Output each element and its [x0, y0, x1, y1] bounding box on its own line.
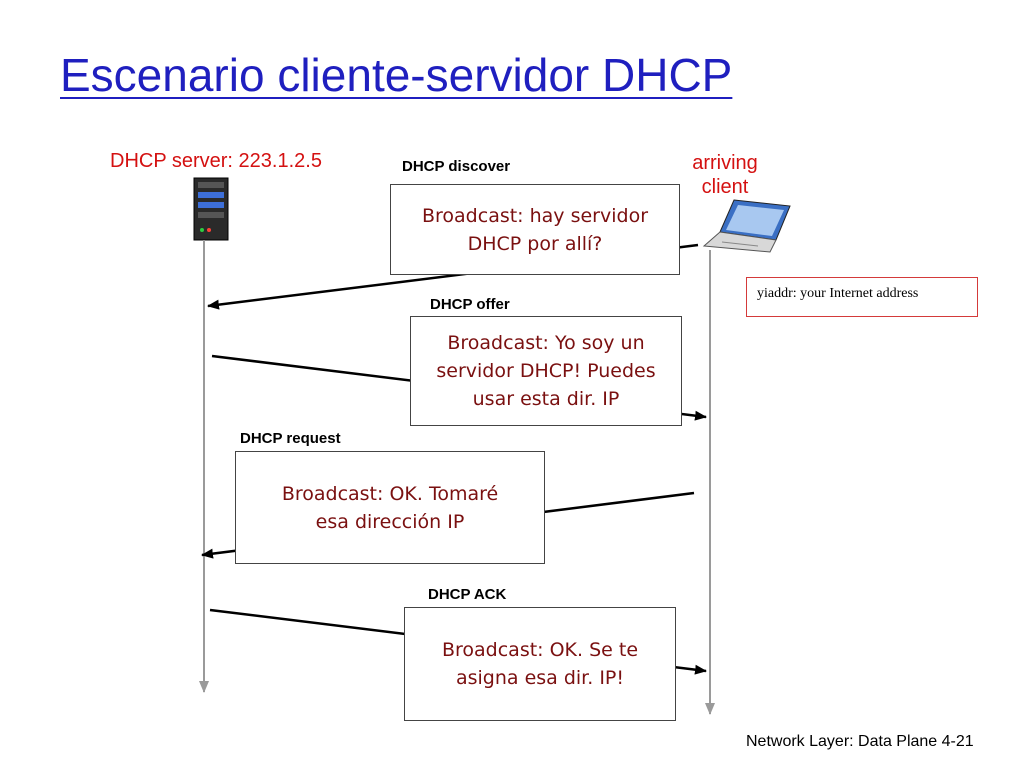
request-label: DHCP request: [240, 430, 341, 447]
request-box: Broadcast: OK. Tomaré esa dirección IP: [235, 451, 545, 564]
server-label: DHCP server: 223.1.2.5: [110, 150, 322, 172]
slide-footer: Network Layer: Data Plane 4-21: [746, 733, 974, 750]
client-label: arriving client: [692, 152, 758, 198]
ack-label: DHCP ACK: [428, 586, 507, 603]
yiaddr-note: yiaddr: your Internet address: [746, 277, 978, 317]
discover-box: Broadcast: hay servidor DHCP por allí?: [390, 184, 680, 275]
laptop-icon: [702, 199, 791, 253]
ack-box: Broadcast: OK. Se te asigna esa dir. IP!: [404, 607, 676, 721]
server-tower-icon: [193, 177, 229, 241]
discover-label: DHCP discover: [402, 158, 511, 175]
offer-box: Broadcast: Yo soy un servidor DHCP! Pued…: [410, 316, 682, 426]
offer-label: DHCP offer: [430, 296, 510, 313]
slide-title: Escenario cliente-servidor DHCP: [60, 49, 733, 101]
